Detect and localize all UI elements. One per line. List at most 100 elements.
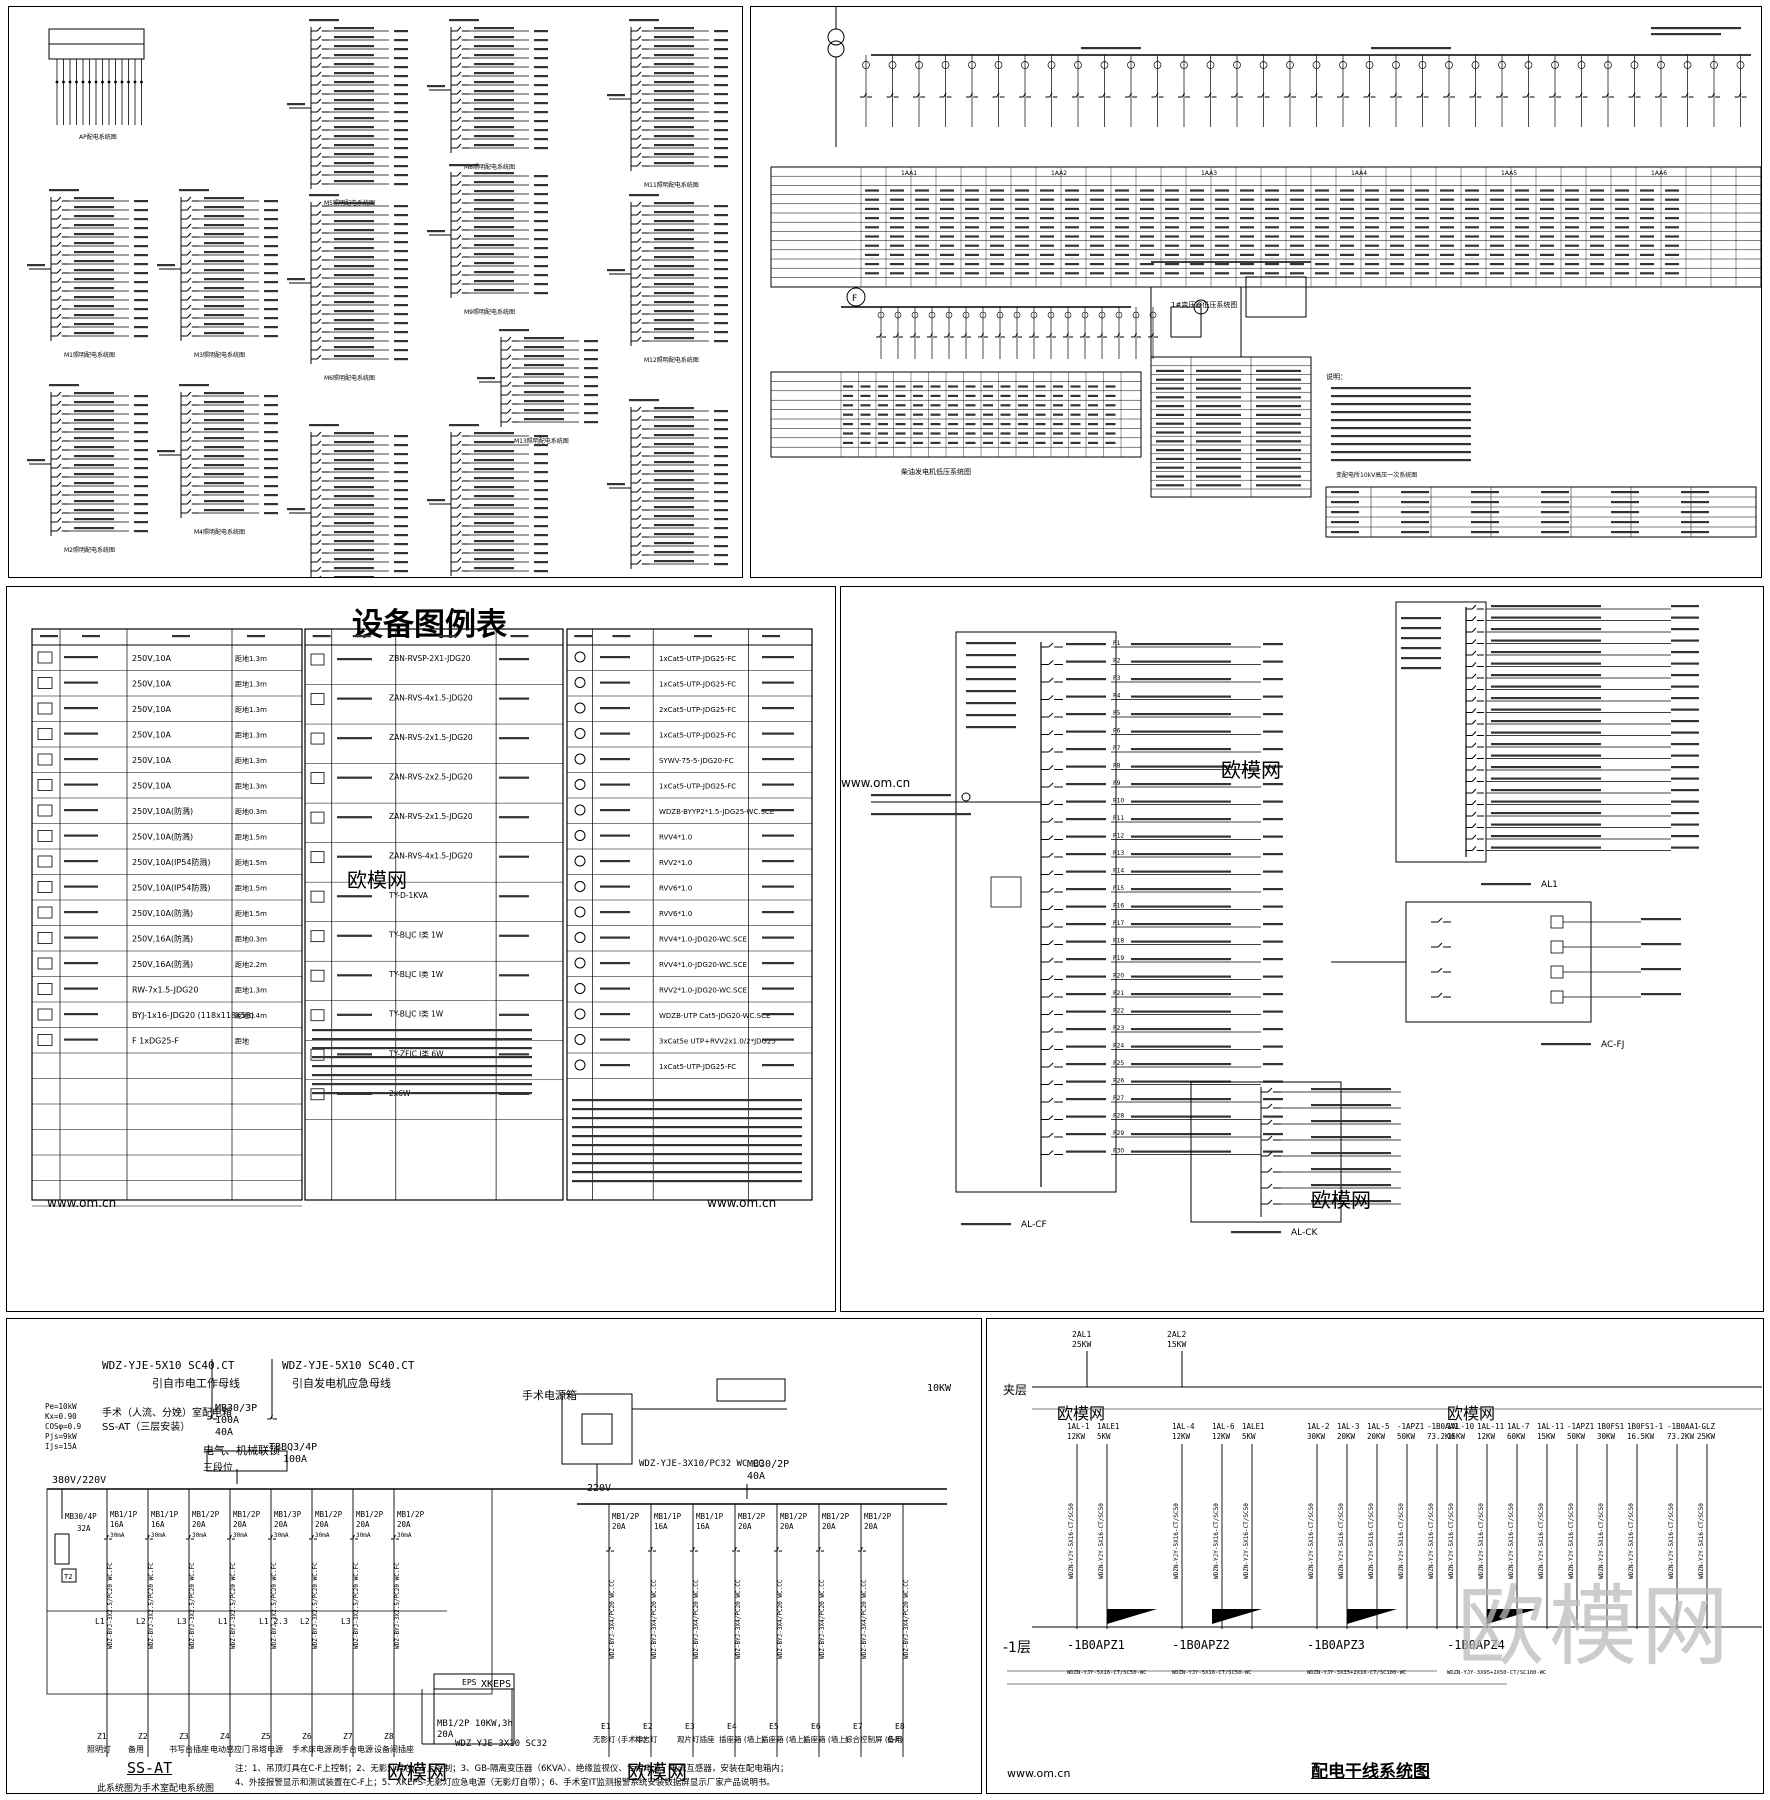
branch-text xyxy=(74,482,114,485)
riser-cable: WDZN-YJY-5X16-CT/SC50 xyxy=(1538,1503,1545,1579)
branch-id xyxy=(714,30,728,33)
branch-breaker xyxy=(636,336,642,342)
right-id-E5: E5 xyxy=(769,1722,779,1731)
riser-cable: WDZN-YJY-5X16-CT/SC50 xyxy=(1173,1503,1180,1579)
branch-text xyxy=(334,301,374,304)
ap-node xyxy=(140,80,143,84)
branch-text xyxy=(204,392,244,395)
branch-text xyxy=(654,202,694,205)
branch-id xyxy=(394,507,408,510)
legend-header xyxy=(172,635,190,638)
ct-coil xyxy=(994,61,1003,69)
gen-table-cell xyxy=(1053,394,1063,397)
title-block-cell xyxy=(1331,521,1359,524)
table-cell xyxy=(1665,235,1679,238)
feed-right-source: 引自发电机应急母线 xyxy=(292,1377,391,1390)
branch-text xyxy=(474,72,514,75)
branch-breaker xyxy=(316,143,322,149)
circuit-id: P6 xyxy=(1113,728,1121,735)
al-cf-breaker-text xyxy=(1066,1098,1106,1101)
al1-breaker xyxy=(1471,604,1477,610)
al-cf-breaker-text xyxy=(1066,1115,1106,1118)
legend-header xyxy=(438,635,457,638)
branch-text xyxy=(204,500,244,503)
al-cf-param xyxy=(966,690,1016,693)
feeder-breaker xyxy=(1420,92,1424,98)
feeder-system-drawing: 2AL125KW2AL215KW1AL-112KWWDZN-YJY-5X16-C… xyxy=(1007,1330,1762,1780)
branch-text xyxy=(334,108,374,111)
branch-id xyxy=(264,335,278,338)
branch-breaker xyxy=(456,279,462,285)
kw10-label: 10KW xyxy=(927,1383,952,1394)
gen-table-cell xyxy=(860,385,871,388)
right-use-E3: 观片灯插座 xyxy=(677,1734,715,1744)
circuit-cable xyxy=(1131,695,1231,698)
table-cell xyxy=(1665,253,1679,256)
main-switch-b xyxy=(270,1414,273,1420)
branch-id xyxy=(714,464,728,467)
gen-table-cell xyxy=(1053,441,1063,444)
branch-id xyxy=(534,489,548,492)
table-cell xyxy=(1415,235,1429,238)
al1-box xyxy=(1395,601,1487,863)
branch-text xyxy=(204,296,244,299)
table-cell xyxy=(1640,235,1654,238)
branch-breaker xyxy=(636,98,642,104)
legend-install xyxy=(762,1038,794,1041)
floor-b1-label: -1层 xyxy=(1003,1640,1031,1656)
gen-table-cell xyxy=(983,394,993,397)
right-id-E6: E6 xyxy=(811,1722,821,1731)
al1-cable xyxy=(1491,846,1601,849)
feeder-breaker xyxy=(1738,92,1742,98)
title-block-cell xyxy=(1681,501,1709,504)
cabinet-id: 1AA2 xyxy=(1051,170,1067,177)
branch-breaker xyxy=(186,259,192,265)
al-ck-breaker xyxy=(1267,1183,1273,1189)
branch-id xyxy=(134,227,148,230)
table-cell xyxy=(890,189,904,192)
legend-symbol xyxy=(310,1048,325,1061)
circuit-load xyxy=(1263,1133,1283,1136)
feeder-breaker xyxy=(1446,92,1451,98)
circuit-id: P11 xyxy=(1113,815,1124,822)
branch-id xyxy=(394,223,408,226)
branch-breaker xyxy=(56,508,62,514)
right-switch-E3: MB1/1P xyxy=(696,1512,724,1521)
branch-breaker xyxy=(456,539,462,545)
gen-table-cell xyxy=(1088,385,1098,388)
table-cell xyxy=(1365,272,1379,275)
table-cell xyxy=(1390,198,1404,201)
table-cell xyxy=(965,198,979,201)
right-switch-E2: MB1/1P xyxy=(654,1512,682,1521)
ap-node xyxy=(55,80,59,84)
legend-spec: 1xCat5-UTP-JDG25-FC xyxy=(659,783,736,791)
table-cell xyxy=(1240,226,1254,229)
legend-spec: ZAN-RVS-2x1.5-JDG20 xyxy=(389,733,473,742)
branch-text xyxy=(654,54,694,57)
table-cell xyxy=(1265,189,1279,192)
circuit-id: P25 xyxy=(1113,1060,1124,1067)
table-cell xyxy=(1365,263,1379,266)
title-block-cell xyxy=(1681,491,1709,494)
branch-text xyxy=(74,287,114,290)
branch-text xyxy=(524,382,564,385)
branch-text xyxy=(334,162,374,165)
branch-breaker xyxy=(636,161,642,167)
legend-install xyxy=(762,885,794,888)
gen-table-cell xyxy=(930,404,941,407)
branch-breaker xyxy=(636,487,642,493)
branch-text xyxy=(524,391,564,394)
branch-id xyxy=(714,120,728,123)
circuit-load xyxy=(1263,905,1283,908)
branch-id xyxy=(394,525,408,528)
table-cell xyxy=(1490,235,1504,238)
al1-load xyxy=(1671,639,1699,642)
title-block-cell xyxy=(1401,521,1429,524)
branch-text xyxy=(654,443,694,446)
branch-id xyxy=(584,412,598,415)
eps-switch-label: MB1/2P 10KW,3h xyxy=(437,1719,513,1729)
table-cell xyxy=(1515,272,1529,275)
branch-text xyxy=(74,473,114,476)
branch-breaker xyxy=(316,494,322,500)
